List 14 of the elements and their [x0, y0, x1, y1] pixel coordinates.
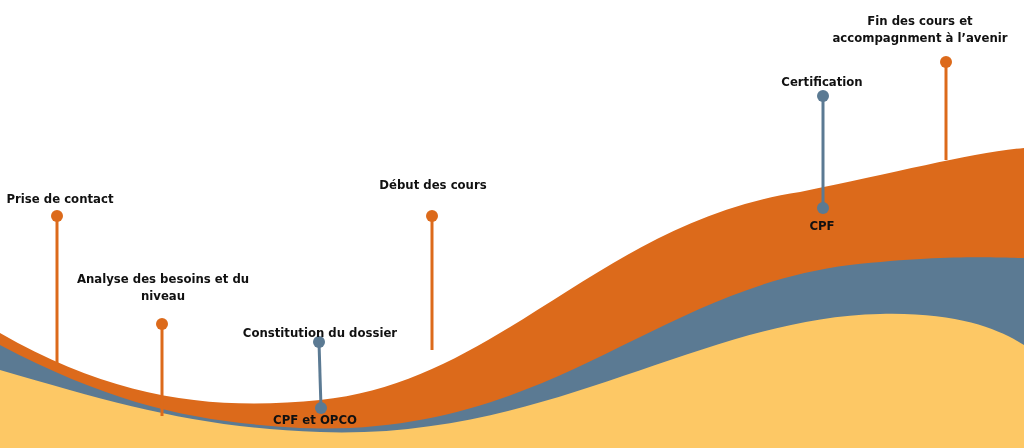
milestone-label: Fin des cours et accompagnment à l’avenir [831, 12, 1009, 46]
milestone-label: Constitution du dossier [242, 324, 398, 341]
milestone-label: CPF et OPCO [273, 411, 357, 428]
leader-line [426, 210, 438, 350]
leader-line [51, 210, 63, 366]
leader-line [156, 318, 168, 416]
connector-line [817, 90, 829, 214]
milestone-label: Début des cours [379, 176, 487, 193]
leader-line [940, 56, 952, 160]
milestone-label: CPF [809, 217, 835, 234]
milestone-label: Prise de contact [6, 190, 114, 207]
connector-line [313, 336, 327, 414]
milestone-label: Certification [781, 73, 863, 90]
milestone-label: Analyse des besoins et du niveau [75, 270, 251, 304]
